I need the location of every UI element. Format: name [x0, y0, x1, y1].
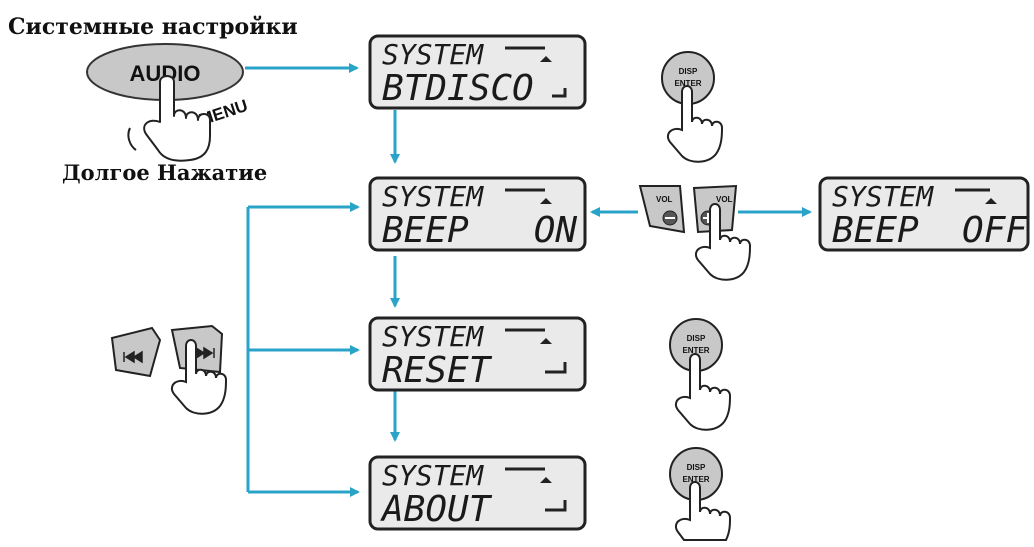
- lcd-screen-reset: SYSTEM RESET: [368, 316, 587, 392]
- enter-line2: ENTER: [682, 475, 709, 484]
- skip-forward-button[interactable]: [170, 324, 228, 415]
- lcd-screen-btdisco: SYSTEM BTDISCO: [368, 34, 587, 110]
- pointing-hand-icon: [666, 85, 724, 163]
- lcd-line1: SYSTEM: [382, 459, 484, 492]
- flow-arrows: [245, 63, 812, 497]
- disp-enter-button-2[interactable]: DISP ENTER: [669, 318, 732, 431]
- lcd-line1: SYSTEM: [382, 180, 484, 213]
- return-arrow-icon: [552, 88, 567, 98]
- skip-back-icon: [123, 350, 143, 364]
- pointing-hand-icon: [674, 353, 732, 431]
- lcd-line2: BTDISCO: [382, 68, 534, 109]
- long-press-label: Долгое Нажатие: [62, 160, 268, 185]
- volume-minus-icon: [665, 217, 675, 219]
- pointing-hand-icon: [170, 339, 228, 415]
- return-arrow-icon: [545, 362, 567, 374]
- lcd-line1: SYSTEM: [832, 180, 934, 213]
- lcd-line2: BEEP ON: [382, 210, 577, 251]
- lcd-line2: ABOUT: [380, 489, 493, 530]
- pointing-hand-icon: [127, 75, 211, 162]
- pointing-hand-icon: [674, 481, 732, 541]
- pointing-hand-icon: [694, 203, 752, 281]
- lcd-line1: SYSTEM: [382, 320, 484, 353]
- enter-line1: DISP: [687, 463, 706, 472]
- lcd-line2: BEEP OFF: [832, 210, 1028, 251]
- lcd-screen-about: SYSTEM ABOUT: [368, 455, 587, 531]
- vol-label: VOL: [656, 195, 673, 204]
- lcd-line2: RESET: [382, 350, 493, 391]
- enter-line2: ENTER: [674, 79, 701, 88]
- return-arrow-icon: [545, 500, 567, 512]
- volume-plus-button[interactable]: VOL: [692, 184, 752, 281]
- lcd-line1: SYSTEM: [382, 38, 484, 71]
- vol-label: VOL: [716, 195, 733, 204]
- disp-enter-button-3[interactable]: DISP ENTER: [669, 447, 732, 541]
- page-title: Системные настройки: [8, 14, 298, 40]
- enter-line1: DISP: [687, 334, 706, 343]
- skip-back-button[interactable]: [110, 326, 162, 378]
- volume-minus-button[interactable]: VOL: [638, 185, 686, 234]
- lcd-screen-beep-on: SYSTEM BEEP ON: [368, 176, 587, 252]
- enter-line1: DISP: [679, 67, 698, 76]
- lcd-screen-beep-off: SYSTEM BEEP OFF: [818, 176, 1030, 252]
- disp-enter-button-1[interactable]: DISP ENTER: [661, 51, 724, 163]
- enter-line2: ENTER: [682, 346, 709, 355]
